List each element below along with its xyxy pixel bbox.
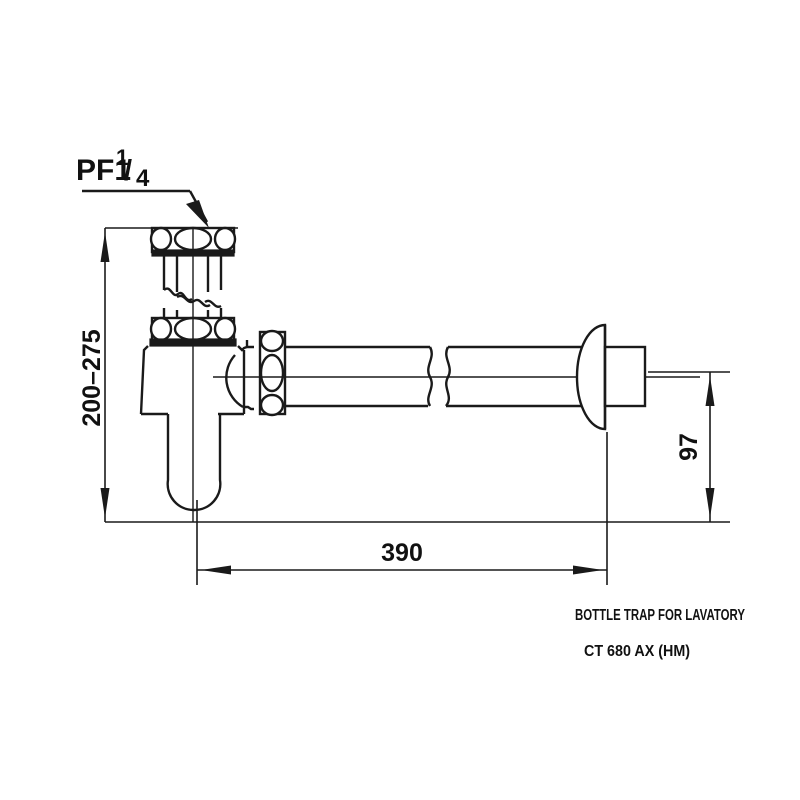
leader-arrowhead <box>186 200 209 228</box>
outlet-nut-ellipse-middle <box>259 353 285 393</box>
lower-nut-ellipse-left <box>149 316 173 342</box>
body-shoulder-left <box>139 345 149 415</box>
outlet-internal-arc <box>225 354 244 409</box>
pipe-break-wave-2 <box>444 346 451 407</box>
caption-title: BOTTLE TRAP FOR LAVATORY <box>575 607 745 624</box>
break-symbol-wave-right <box>204 299 222 308</box>
dimension-label-outlet-height: 97 <box>675 433 703 461</box>
caption-model-code: CT 680 AX (HM) <box>584 643 690 660</box>
pipe-break-wave-1 <box>427 346 433 407</box>
outlet-boss-step <box>244 405 254 411</box>
arrowhead-down <box>100 488 110 518</box>
body-shoulder-right <box>237 345 254 352</box>
thread-label-denominator: 4 <box>136 165 150 192</box>
outlet-nut-flange <box>258 329 287 417</box>
thread-label-slash: / <box>124 155 132 187</box>
outlet-nut-ellipse-bottom <box>259 393 285 417</box>
arrowhead-up <box>100 232 110 262</box>
outlet-nut-ellipse-top <box>259 329 285 353</box>
escutcheon-dome <box>575 323 607 431</box>
dimension-label-length: 390 <box>381 539 423 567</box>
thread-label-numerator: 1 <box>116 145 128 170</box>
arrowhead-down <box>705 488 715 518</box>
arrowhead-right <box>573 565 603 575</box>
body-cylinder <box>166 414 222 512</box>
arrowhead-left <box>201 565 231 575</box>
break-symbol-wave-center <box>176 294 211 308</box>
dimension-label-height-range: 200–275 <box>78 329 106 426</box>
leader-line-thread <box>82 189 209 228</box>
trap-body <box>139 228 254 522</box>
escutcheon-collar <box>603 345 647 408</box>
thread-label-prefix: PF1 <box>76 154 131 187</box>
lower-nut-ellipse-right <box>213 316 237 342</box>
arrowhead-up <box>705 376 715 406</box>
top-nut-ellipse-left <box>149 226 173 252</box>
top-nut-ellipse-right <box>213 226 237 252</box>
wall-escutcheon <box>575 323 647 431</box>
dimension-outlet-height <box>300 371 730 523</box>
dimension-length <box>196 432 608 585</box>
